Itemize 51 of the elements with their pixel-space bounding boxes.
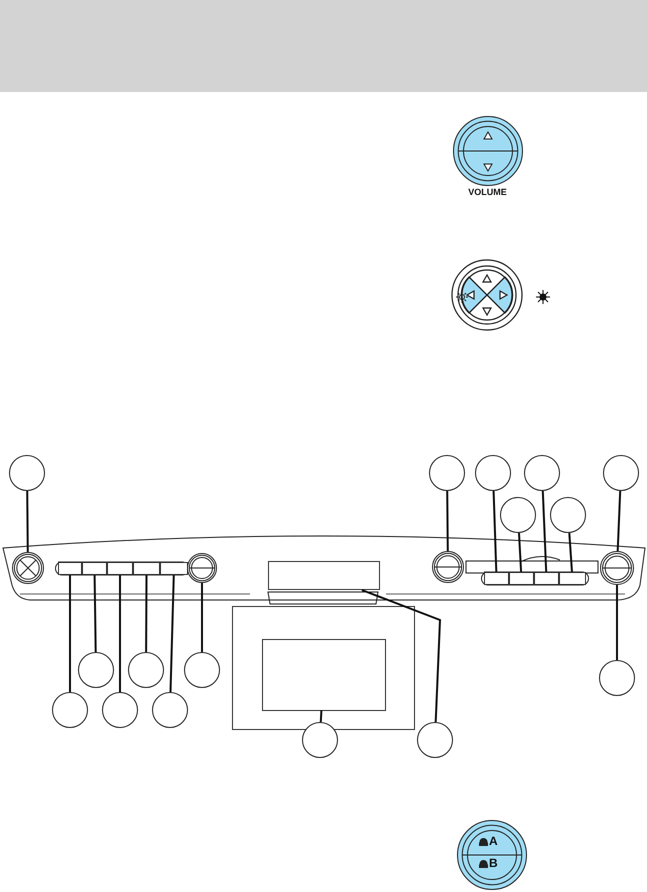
callout-circle xyxy=(417,722,453,758)
leader-line xyxy=(616,585,618,660)
callout-circle xyxy=(524,455,560,491)
leader-line xyxy=(518,532,522,572)
callout-circle xyxy=(152,692,188,728)
leader-line xyxy=(361,589,442,722)
leader-line xyxy=(568,532,573,572)
direction-knob xyxy=(12,552,44,584)
preset-button xyxy=(534,572,559,585)
preset-button xyxy=(484,572,509,585)
rocker-knob xyxy=(432,551,464,583)
callout-circle xyxy=(184,652,220,688)
callout-circle xyxy=(78,652,114,688)
callout-circle xyxy=(550,497,586,533)
preset-button xyxy=(559,572,586,585)
callout-circle xyxy=(475,455,511,491)
leader-line xyxy=(542,490,548,572)
knob-label: VOLUME xyxy=(468,188,507,197)
preset-button xyxy=(509,572,534,585)
rocker-knob xyxy=(187,553,217,583)
leader-line xyxy=(94,574,97,652)
leader-line xyxy=(26,490,29,552)
leader-line xyxy=(119,575,121,692)
leader-line xyxy=(170,574,175,692)
callout-circle xyxy=(603,455,639,491)
callout-circle xyxy=(102,692,138,728)
preset-button xyxy=(160,562,188,575)
preset-button xyxy=(82,562,107,575)
leader-line xyxy=(201,583,203,652)
leader-line xyxy=(616,490,622,552)
callout-circle xyxy=(302,722,338,758)
callout-circle xyxy=(429,455,465,491)
callout-circle xyxy=(500,497,536,533)
callout-circle xyxy=(52,692,88,728)
leader-line xyxy=(446,490,449,552)
callout-circle xyxy=(128,652,164,688)
rotary-knob xyxy=(600,551,634,585)
leader-line xyxy=(145,575,148,652)
display-slot xyxy=(268,561,380,590)
preset-button xyxy=(107,562,133,575)
button-label: B xyxy=(489,857,498,869)
leader-line xyxy=(492,490,498,572)
display-screen xyxy=(262,639,386,711)
preset-button xyxy=(58,562,82,575)
preset-button xyxy=(133,562,160,575)
callout-circle xyxy=(599,660,635,696)
screen-frame xyxy=(232,606,415,730)
callout-circle xyxy=(9,455,45,491)
leader-line xyxy=(320,710,322,722)
leader-line xyxy=(69,575,71,692)
button-label: A xyxy=(489,835,498,847)
